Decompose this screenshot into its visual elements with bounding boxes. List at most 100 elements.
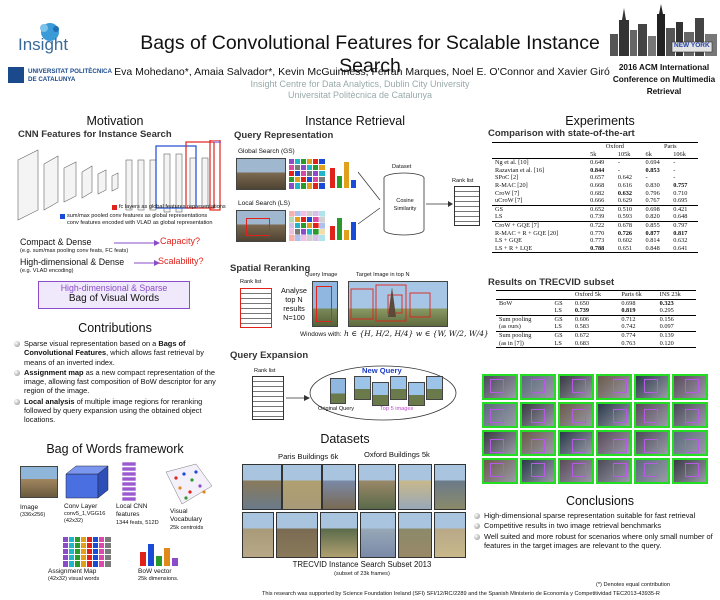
highdim-dense-sub: (e.g. VLAD encoding): [20, 268, 74, 274]
qe-arrow: [286, 395, 310, 401]
detection-box: [490, 439, 504, 453]
trec-group-name: Sum pooling: [499, 331, 532, 339]
sota-value: 0.682: [590, 189, 605, 197]
sota-value: 0.757: [673, 181, 688, 189]
top5-thumb: [372, 382, 389, 406]
sota-value: 0.853: [645, 166, 660, 174]
sota-method: R-MAC + R + GQE [20]: [495, 229, 559, 237]
sota-value: 0.642: [617, 174, 633, 182]
arrow-right-icon: [114, 240, 160, 246]
sota-method: LS + GQE: [495, 237, 522, 245]
new-york-skyline-icon: [610, 4, 717, 56]
dataset-photo: [434, 512, 466, 558]
compact-dense-sub: (e.g. sum/max pooling conv feats, FC fea…: [20, 248, 129, 254]
query-image-label: Query Image: [305, 272, 338, 278]
cnn-architecture-diagram: [17, 140, 221, 221]
trec-value: 0.156: [659, 315, 674, 323]
ls-query-image: [236, 210, 286, 242]
conference-line3: Retrieval: [646, 87, 682, 96]
result-thumb: [558, 374, 594, 400]
sota-value: -: [673, 166, 676, 174]
result-thumb: [482, 402, 518, 428]
sota-subheading: Comparison with state-of-the-art: [488, 128, 635, 139]
sota-value: 0.726: [617, 229, 633, 237]
sota-value: 0.649: [590, 159, 605, 167]
insight-logo-text: Insight: [18, 35, 69, 54]
local-features-stack: [121, 462, 137, 502]
detection-box: [613, 463, 627, 477]
upc-line2: DE CATALUNYA: [28, 76, 76, 83]
assignment-map-label: Assignment Map: [48, 568, 97, 575]
trec-mode: LS: [554, 323, 562, 331]
sota-value: -: [673, 174, 676, 182]
bow-box-line1: High-dimensional & Sparse: [60, 283, 168, 293]
sota-value: 0.770: [590, 229, 605, 237]
conclusions-list: High-dimensional sparse representation s…: [474, 511, 716, 551]
conference-line2: Conference on Multimedia: [612, 75, 716, 84]
assignment-map: [62, 536, 112, 568]
trec-value: 0.606: [574, 315, 590, 323]
cosine-label2: Similarity: [393, 206, 417, 212]
dataset-photo: [242, 464, 282, 510]
dataset-photo: [276, 512, 318, 558]
contribution-item: Assignment map as a new compact represen…: [14, 368, 220, 396]
target-image-label: Target Image in top N: [356, 272, 410, 278]
sota-method: GS: [495, 205, 504, 213]
visual-vocabulary-scatter: [165, 463, 213, 505]
sota-col-header: 106k: [673, 150, 686, 158]
equal-contribution-note: (*) Denotes equal contribution: [596, 582, 671, 588]
vocab-label2: Vocabulary: [170, 516, 203, 523]
global-search-label: Global Search (GS): [238, 148, 295, 155]
sota-value: 0.668: [590, 181, 605, 189]
top5-thumb: [354, 376, 371, 400]
result-thumb: [672, 402, 708, 428]
detection-box: [572, 463, 586, 477]
upc-logo: UNIVERSITAT POLITÈCNICA DE CATALUNYA: [8, 66, 118, 86]
trecvid-results-subheading: Results on TRECVID subset: [488, 277, 615, 288]
legend-vlad: conv features encoded with VLAD as globa…: [67, 220, 213, 226]
sota-value: 0.593: [617, 213, 633, 221]
conv-layer-sub2: (42x32): [64, 518, 83, 524]
dataset-photo: [322, 464, 356, 510]
sota-method: LS: [495, 213, 503, 221]
sota-value: 0.817: [673, 229, 688, 237]
grid-cell: [318, 234, 326, 242]
sota-method: CroW + GQE [7]: [495, 221, 539, 229]
gs-assignment-grid: [288, 158, 326, 190]
sota-method: CroW [7]: [495, 189, 520, 197]
trecvid-sub: (subset of 23k frames): [334, 571, 390, 577]
trecvid-result-grid: [482, 374, 714, 488]
trec-value: 0.763: [621, 339, 636, 347]
ls-query-box: [246, 218, 270, 236]
query-expansion-subheading: Query Expansion: [230, 350, 309, 361]
contribution-item: Local analysis of multiple image regions…: [14, 397, 220, 425]
trec-value: 0.650: [574, 299, 590, 307]
result-thumb: [634, 402, 670, 428]
detection-box: [644, 409, 658, 423]
detection-box: [490, 379, 504, 393]
sota-value: -: [645, 174, 648, 182]
conclusion-item: Well suited and more robust for scenario…: [474, 532, 716, 551]
sota-value: 0.678: [617, 221, 633, 229]
sota-value: 0.739: [590, 213, 605, 221]
sota-method: SPoC [2]: [495, 174, 519, 182]
dataset-photo: [398, 464, 432, 510]
local-cnn-sub: 1344 feats, 512D: [116, 520, 159, 526]
rank-list-icon: [454, 186, 480, 226]
result-thumb: [672, 374, 708, 400]
sota-value: 0.788: [590, 244, 605, 252]
result-thumb: [596, 374, 632, 400]
top5-thumbs: [354, 376, 444, 406]
affiliation-dcu: Insight Centre for Data Analytics, Dubli…: [250, 79, 470, 89]
sota-method: Razavian et al. [16]: [495, 166, 545, 174]
grid-cell: [104, 560, 112, 568]
result-thumb: [558, 430, 594, 456]
trec-value: 0.742: [621, 323, 636, 331]
grid-cell: [300, 234, 308, 242]
result-thumb: [634, 374, 670, 400]
trec-value: 0.295: [659, 307, 674, 315]
